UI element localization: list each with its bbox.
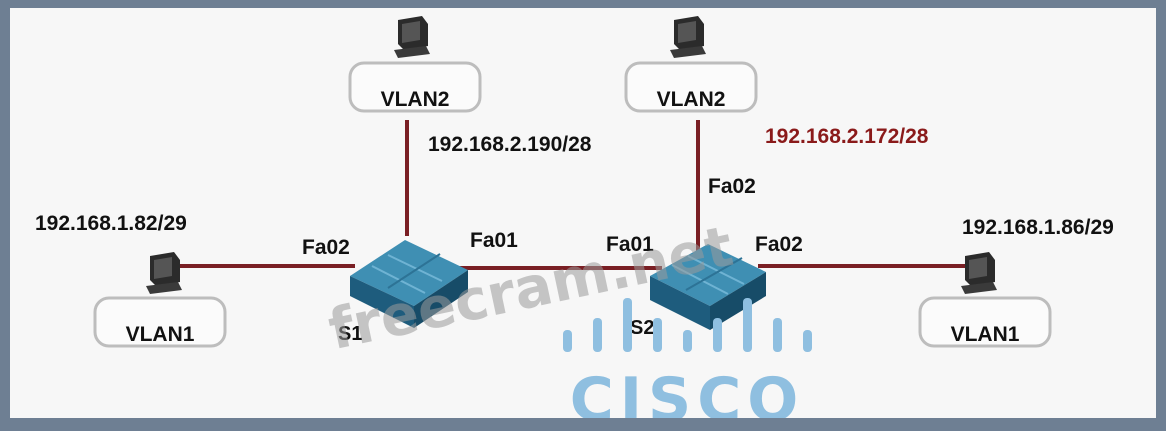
computer-icon — [961, 252, 997, 294]
switch-name-label: S1 — [338, 323, 362, 345]
ip-label: 192.168.2.190/28 — [428, 133, 592, 156]
network-diagram: VLAN2 192.168.2.190/28 VLAN2 192.168.2.1… — [10, 8, 1156, 418]
port-label-fa01: Fa01 — [606, 233, 654, 256]
cisco-wordmark: CISCO — [570, 365, 805, 418]
links — [178, 120, 972, 270]
vlan-label: VLAN2 — [381, 88, 450, 111]
switch-s2: S2 Fa01 Fa02 Fa02 — [606, 175, 803, 339]
watermark-text: freecram.net — [323, 214, 738, 363]
host-vlan1-right: VLAN1 192.168.1.86/29 — [918, 216, 1114, 348]
ip-label: 192.168.1.86/29 — [962, 216, 1114, 239]
switch-name-label: S2 — [630, 317, 654, 339]
host-vlan2-left: VLAN2 192.168.2.190/28 — [348, 16, 592, 156]
vlan-label: VLAN2 — [657, 88, 726, 111]
computer-icon — [670, 16, 706, 58]
cisco-logo: CISCO — [563, 298, 812, 418]
host-vlan1-left: VLAN1 192.168.1.82/29 — [35, 212, 227, 348]
port-label-fa01: Fa01 — [470, 229, 518, 252]
host-vlan2-right: VLAN2 192.168.2.172/28 — [624, 16, 929, 148]
cisco-bars-icon — [563, 298, 812, 352]
port-label-fa02: Fa02 — [302, 236, 350, 259]
computer-icon — [394, 16, 430, 58]
port-label-fa02-uplink: Fa02 — [708, 175, 756, 198]
vlan-label: VLAN1 — [126, 323, 195, 346]
switch-icon — [650, 244, 766, 330]
vlan-label: VLAN1 — [951, 323, 1020, 346]
switch-s1: S1 Fa02 Fa01 — [302, 229, 518, 345]
ip-label: 192.168.1.82/29 — [35, 212, 187, 235]
switch-icon — [350, 240, 468, 328]
port-label-fa02: Fa02 — [755, 233, 803, 256]
computer-icon — [146, 252, 182, 294]
ip-label: 192.168.2.172/28 — [765, 125, 929, 148]
diagram-canvas: VLAN2 192.168.2.190/28 VLAN2 192.168.2.1… — [35, 16, 1114, 418]
